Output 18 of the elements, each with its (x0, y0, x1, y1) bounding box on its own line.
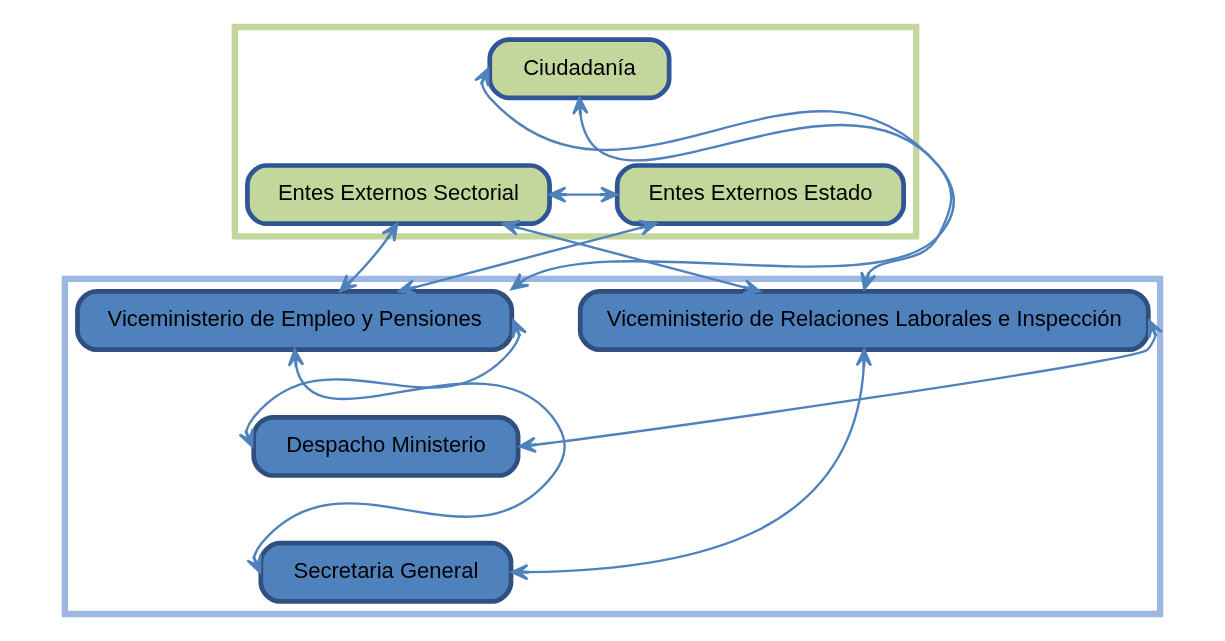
node-box: Viceministerio de Relaciones Laborales e Inspección (577, 289, 1151, 352)
arrow (398, 219, 658, 296)
node-box: Viceministerio de Empleo y Pensiones (75, 289, 515, 352)
arrow (246, 348, 566, 574)
arrow (510, 348, 873, 581)
arrow (339, 222, 399, 293)
arrow (501, 219, 761, 296)
arrow (474, 67, 955, 291)
cluster (231, 23, 920, 240)
node-box: Entes Externos Estado (614, 163, 906, 227)
arrow (518, 319, 1164, 453)
arrow (548, 186, 618, 203)
node-box: Secretaria General (258, 540, 514, 604)
node-box: Entes Externos Sectorial (245, 163, 552, 227)
node-box: Despacho Ministerio (251, 414, 521, 478)
arrow (238, 319, 528, 448)
arrow (572, 96, 953, 291)
node-box: Ciudadanía (487, 37, 672, 101)
